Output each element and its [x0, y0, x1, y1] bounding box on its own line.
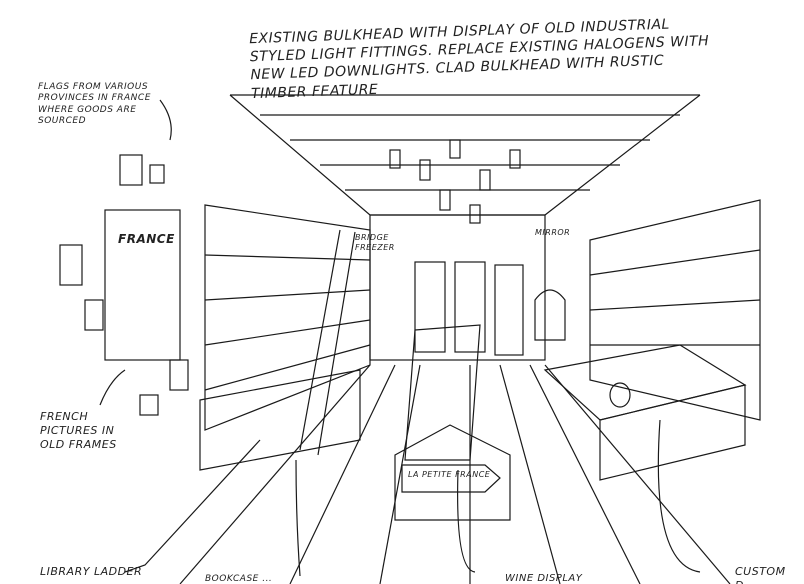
counter-sign: La Petite France [408, 470, 491, 479]
fridge-2 [454, 261, 486, 353]
right-bookcase [589, 199, 761, 421]
leader-ladder [124, 439, 261, 573]
ceiling-outline [229, 94, 701, 216]
leader-bookcase [295, 459, 301, 577]
pictures-note: French pictures in old frames [40, 410, 117, 451]
leader-pictures [99, 369, 126, 406]
right-table-base [599, 384, 746, 481]
ladder-rail-1 [299, 229, 341, 451]
freezer-note: Bridge freezer [355, 233, 395, 252]
left-bookcase [204, 204, 371, 431]
frame-sign: France [118, 232, 175, 246]
ladder-note: Library ladder [40, 565, 143, 578]
france-picture-frame [104, 209, 181, 361]
wall-pictures [59, 154, 189, 416]
left-shelves [204, 254, 371, 391]
fridge-1 [414, 261, 446, 353]
leader-flags [159, 99, 172, 141]
fridge-3 [494, 264, 524, 356]
wine-display [404, 324, 481, 461]
counter-sign-block [394, 424, 511, 521]
mirror-note: Mirror [535, 228, 571, 237]
floorboards [179, 364, 731, 584]
counter-sign-plaque [401, 464, 501, 493]
ceiling-planks [260, 114, 680, 191]
leader-custom [657, 419, 701, 573]
bookcase-note: Bookcase ... [205, 574, 273, 584]
custom-note: Custom d... [735, 565, 786, 584]
ladder-rail-2 [317, 231, 356, 456]
vase [609, 382, 631, 408]
leader-wine [457, 469, 476, 573]
pendant-lights [389, 139, 521, 224]
wine-note: Wine display [505, 573, 583, 584]
flags-note: Flags from various provinces in France w… [38, 82, 151, 126]
mirror [534, 289, 566, 341]
left-cabinet [199, 369, 361, 471]
right-shelves [589, 249, 761, 346]
